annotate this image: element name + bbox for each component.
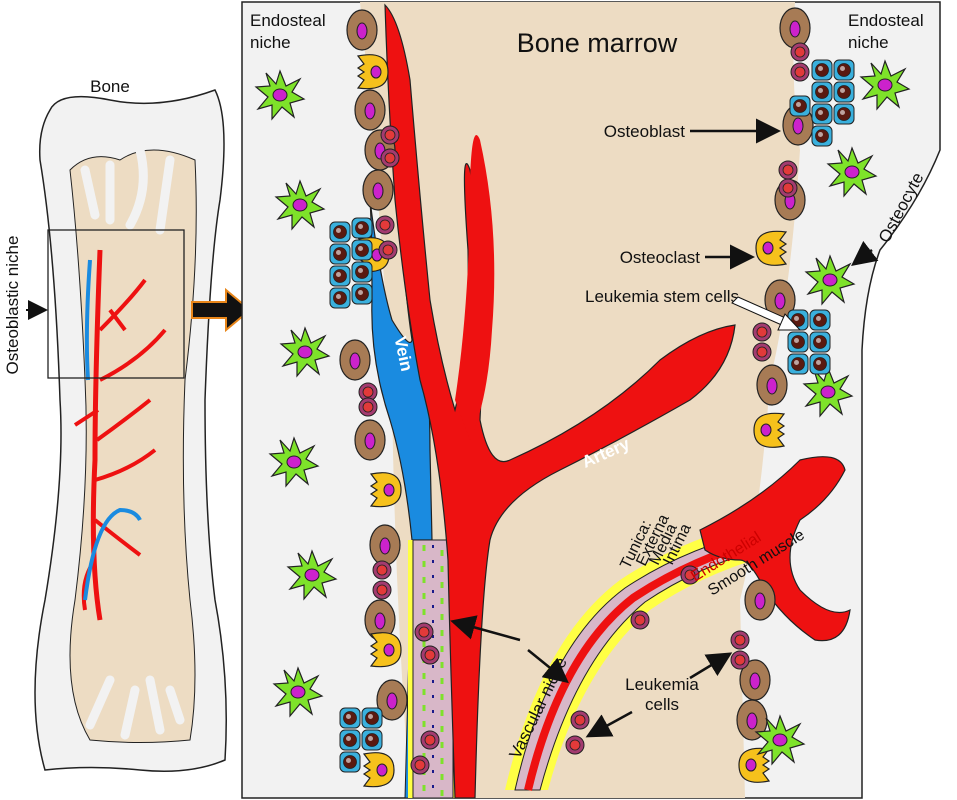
zoom-arrow-icon <box>191 287 252 333</box>
artery <box>384 3 736 799</box>
osteoblastic-niche-label: Osteoblastic niche <box>3 236 22 375</box>
osteoblast-label: Osteoblast <box>604 122 686 141</box>
zoom-box <box>47 229 185 379</box>
bone-label: Bone <box>90 77 130 96</box>
bone-marrow-label: Bone marrow <box>517 28 678 58</box>
endosteal-niche-left-label-2: niche <box>250 33 291 52</box>
leukemia-cells-label-1: Leukemia <box>625 675 699 694</box>
leukemia-cells-label-2: cells <box>645 695 679 714</box>
leukemia-stem-cells-label: Leukemia stem cells <box>585 287 739 306</box>
artery-branch-right <box>699 456 851 642</box>
bone-illustration: Bone Osteoblastic niche <box>3 77 227 772</box>
endosteal-niche-right-label-2: niche <box>848 33 889 52</box>
osteoclast-label: Osteoclast <box>620 248 701 267</box>
endosteal-niche-right-label-1: Endosteal <box>848 11 924 30</box>
endosteal-niche-left-label-1: Endosteal <box>250 11 326 30</box>
